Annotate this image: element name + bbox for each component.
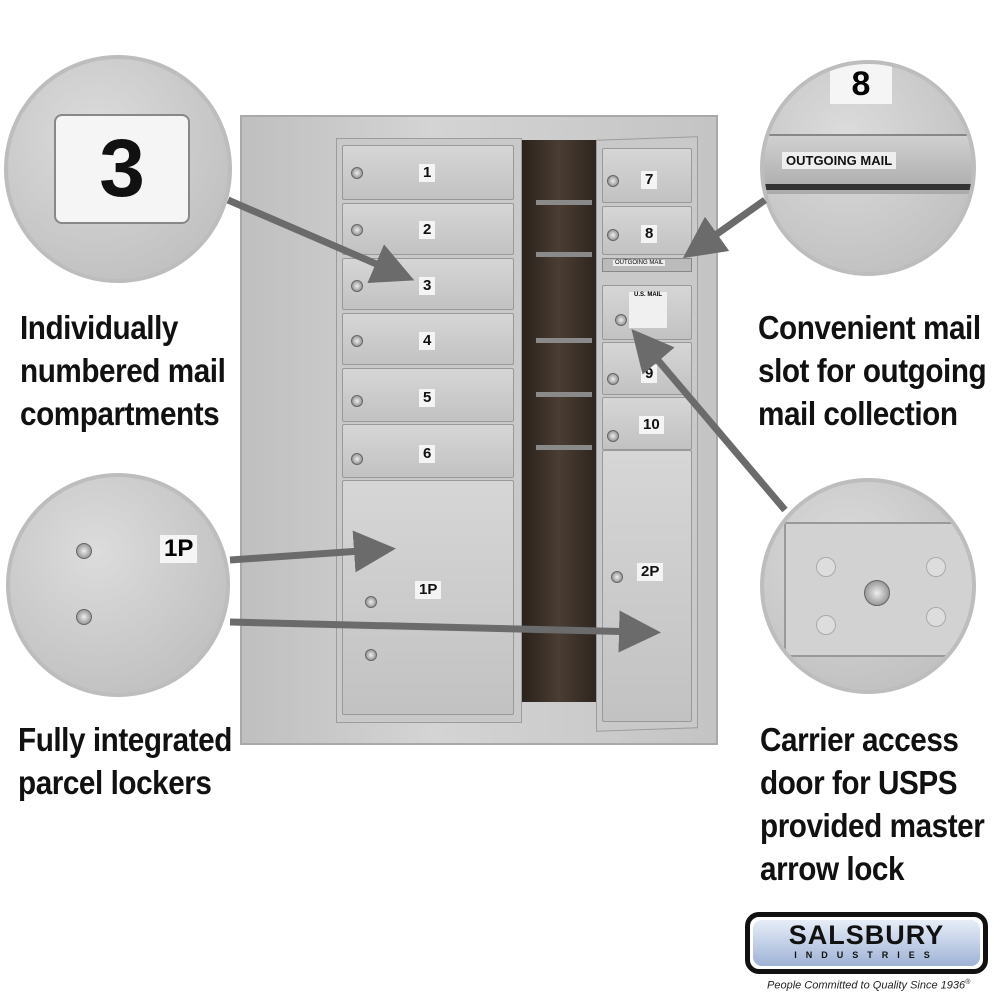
lock-icon — [351, 224, 363, 236]
caption-numbered-compartments: Individually numbered mail compartments — [20, 306, 226, 435]
arrow-to-compartment-3 — [226, 196, 415, 283]
outgoing-mail-label: OUTGOING MAIL — [613, 260, 666, 266]
caption-outgoing-slot: Convenient mail slot for outgoing mail c… — [758, 306, 987, 435]
logo-name: SALSBURY — [788, 920, 945, 950]
zoom-circle-parcel: 1P — [6, 473, 230, 697]
caption-line: Convenient mail — [758, 309, 981, 346]
tagline-text: People Committed to Quality Since 1936 — [767, 979, 966, 992]
compartment-number: 3 — [419, 277, 436, 295]
logo-tagline: People Committed to Quality Since 1936® — [767, 979, 970, 992]
arrow-to-carrier-lock — [631, 328, 788, 513]
caption-line: slot for outgoing — [758, 352, 987, 389]
arrow-to-parcel-1p — [229, 530, 396, 573]
number-label-8: 8 — [830, 64, 892, 104]
compartment-7[interactable]: 7 — [602, 148, 692, 203]
compartment-number: 7 — [641, 171, 658, 189]
compartment-8[interactable]: 8 — [602, 206, 692, 255]
us-mail-label: U.S. MAIL — [629, 292, 667, 328]
number-label-3: 3 — [54, 114, 190, 224]
compartment-3[interactable]: 3 — [342, 258, 514, 310]
caption-line: parcel lockers — [18, 764, 212, 801]
lock-icon — [607, 175, 619, 187]
compartment-5[interactable]: 5 — [342, 368, 514, 422]
lock-icon — [351, 453, 363, 465]
arrow-to-parcel-2p — [229, 610, 661, 653]
rivet-icon — [816, 557, 836, 577]
compartment-number: 5 — [419, 389, 436, 407]
outgoing-mail-label: OUTGOING MAIL — [782, 152, 897, 169]
compartment-number: 1P — [415, 581, 442, 599]
compartment-number: 8 — [641, 225, 658, 243]
lock-icon — [365, 649, 377, 661]
compartment-4[interactable]: 4 — [342, 313, 514, 365]
zoom-circle-number: 3 — [4, 55, 232, 283]
salsbury-logo: SALSBURY INDUSTRIES — [745, 912, 988, 974]
caption-line: provided master — [760, 807, 985, 844]
compartment-number: 1 — [419, 164, 436, 182]
logo-sub: INDUSTRIES — [794, 950, 939, 960]
open-interior — [522, 140, 596, 702]
lock-icon — [351, 280, 363, 292]
lock-icon — [76, 543, 92, 559]
compartment-number: 10 — [639, 416, 664, 434]
compartment-1[interactable]: 1 — [342, 145, 514, 200]
compartment-6[interactable]: 6 — [342, 424, 514, 478]
zoom-circle-outgoing: 8 OUTGOING MAIL — [760, 60, 976, 276]
lock-icon — [365, 596, 377, 608]
outgoing-mail-slot[interactable]: OUTGOING MAIL — [602, 258, 692, 272]
caption-line: numbered mail — [20, 352, 226, 389]
compartment-number: 2 — [419, 221, 436, 239]
compartment-10[interactable]: 10 — [602, 397, 692, 450]
lock-icon — [607, 373, 619, 385]
caption-line: Carrier access — [760, 721, 959, 758]
rivet-icon — [926, 557, 946, 577]
caption-line: arrow lock — [760, 850, 905, 887]
lock-icon — [351, 335, 363, 347]
lock-icon — [607, 229, 619, 241]
compartment-number: 4 — [419, 332, 436, 350]
caption-line: Fully integrated — [18, 721, 232, 758]
caption-parcel-lockers: Fully integrated parcel lockers — [18, 718, 232, 804]
lock-icon — [351, 395, 363, 407]
compartment-number: 6 — [419, 445, 436, 463]
rivet-icon — [926, 607, 946, 627]
caption-line: compartments — [20, 395, 220, 432]
caption-line: mail collection — [758, 395, 958, 432]
registered-mark: ® — [965, 979, 971, 986]
parcel-locker-1p[interactable]: 1P — [342, 480, 514, 715]
parcel-locker-2p[interactable]: 2P — [602, 450, 692, 722]
usps-panel: U.S. MAIL — [602, 285, 692, 340]
caption-carrier-door: Carrier access door for USPS provided ma… — [760, 718, 985, 890]
caption-line: door for USPS — [760, 764, 958, 801]
zoom-circle-carrier-lock — [760, 478, 976, 694]
lock-icon — [76, 609, 92, 625]
arrow-lock-icon[interactable] — [615, 314, 627, 326]
lock-icon — [611, 571, 623, 583]
caption-line: Individually — [20, 309, 178, 346]
compartment-number: 2P — [637, 563, 664, 581]
rivet-icon — [816, 615, 836, 635]
arrow-to-outgoing-slot — [682, 197, 768, 259]
lock-icon — [607, 430, 619, 442]
parcel-label-1p: 1P — [160, 535, 198, 563]
arrow-lock-icon — [864, 580, 890, 606]
lock-icon — [351, 167, 363, 179]
